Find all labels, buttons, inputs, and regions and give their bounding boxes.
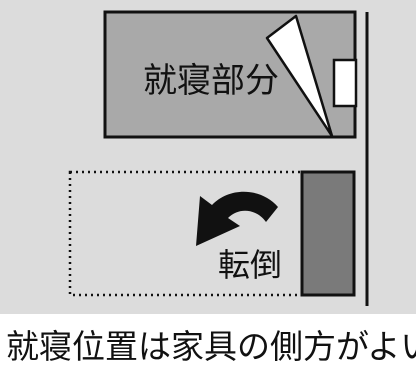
bed-label: 就寝部分: [143, 61, 279, 101]
fall-arrow-icon: [196, 191, 278, 246]
fall-label: 転倒: [218, 246, 282, 284]
furniture-door-wedge: [265, 14, 334, 138]
fall-zone-dotted-outline: [68, 170, 304, 297]
wall-fixture: [332, 58, 358, 108]
bedroom-layout-diagram: 就寝部分 転倒: [68, 10, 369, 306]
diagram-panel: 就寝部分 転倒: [0, 0, 416, 314]
diagram-caption: 就寝位置は家具の側方がよい: [6, 327, 416, 366]
furniture-rectangle: [300, 170, 356, 297]
